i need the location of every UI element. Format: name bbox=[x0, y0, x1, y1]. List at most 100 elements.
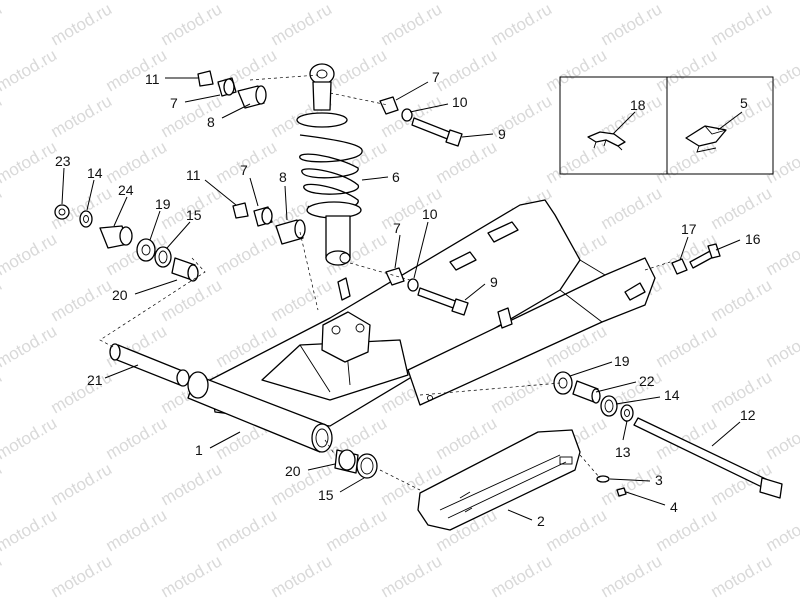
callout-18: 18 bbox=[630, 97, 646, 113]
callout-19-right: 19 bbox=[614, 353, 630, 369]
callout-7-mid: 7 bbox=[240, 162, 248, 178]
right-pivot-hardware bbox=[553, 371, 634, 422]
callout-19-left: 19 bbox=[155, 196, 171, 212]
watermark-text: motod.ru bbox=[763, 137, 800, 187]
watermark-text: motod.ru bbox=[48, 275, 116, 325]
callout-12: 12 bbox=[740, 407, 756, 423]
watermark-text: motod.ru bbox=[0, 551, 5, 600]
watermark-text: motod.ru bbox=[653, 505, 721, 555]
mid-mount-hardware bbox=[232, 202, 306, 245]
callout-13: 13 bbox=[615, 444, 631, 460]
watermark-text: motod.ru bbox=[708, 275, 776, 325]
upper-bolt-assembly bbox=[379, 96, 463, 147]
watermark-text: motod.ru bbox=[323, 505, 391, 555]
watermark-text: motod.ru bbox=[653, 0, 721, 3]
watermark-text: motod.ru bbox=[103, 45, 171, 95]
watermark-text: motod.ru bbox=[433, 137, 501, 187]
watermark-text: motod.ru bbox=[543, 137, 611, 187]
watermark-text: motod.ru bbox=[158, 0, 226, 49]
watermark-text: motod.ru bbox=[0, 0, 5, 49]
watermark-text: motod.ru bbox=[158, 459, 226, 509]
watermark-text: motod.ru bbox=[708, 551, 776, 600]
watermark-text: motod.ru bbox=[378, 0, 446, 49]
callout-23: 23 bbox=[55, 153, 71, 169]
watermark-text: motod.ru bbox=[653, 321, 721, 371]
guard-fasteners bbox=[596, 475, 627, 497]
part-2-chain-guard bbox=[417, 429, 581, 531]
watermark-text: motod.ru bbox=[653, 45, 721, 95]
watermark-text: motod.ru bbox=[598, 551, 666, 600]
chain-adjuster-bolt bbox=[671, 243, 721, 275]
watermark-text: motod.ru bbox=[158, 91, 226, 141]
callout-20-left: 20 bbox=[112, 287, 128, 303]
callout-11-mid: 11 bbox=[186, 167, 201, 183]
part-12-axle bbox=[633, 417, 783, 499]
watermark-text: motod.ru bbox=[0, 91, 5, 141]
callout-17: 17 bbox=[681, 221, 697, 237]
lower-bolt-assembly bbox=[385, 267, 469, 316]
watermark-text: motod.ru bbox=[268, 551, 336, 600]
watermark-text: motod.ru bbox=[763, 321, 800, 371]
watermark-text: motod.ru bbox=[763, 45, 800, 95]
watermark-text: motod.ru bbox=[103, 505, 171, 555]
callout-7-top-left: 7 bbox=[170, 95, 178, 111]
watermark-text: motod.ru bbox=[48, 0, 116, 49]
watermark-text: motod.ru bbox=[48, 367, 116, 417]
callout-9-lower: 9 bbox=[490, 274, 498, 290]
callout-16: 16 bbox=[745, 231, 761, 247]
watermark-text: motod.ru bbox=[0, 459, 5, 509]
watermark-text: motod.ru bbox=[543, 0, 611, 3]
callout-14-left: 14 bbox=[87, 165, 103, 181]
watermark-text: motod.ru bbox=[213, 229, 281, 279]
watermark-text: motod.ru bbox=[488, 551, 556, 600]
callout-21: 21 bbox=[87, 372, 103, 388]
callout-7-top-right: 7 bbox=[432, 69, 440, 85]
callout-6: 6 bbox=[392, 169, 400, 185]
callout-2: 2 bbox=[537, 513, 545, 529]
watermark-text: motod.ru bbox=[103, 0, 171, 3]
watermark-text: motod.ru bbox=[0, 229, 60, 279]
watermark-text: motod.ru bbox=[0, 367, 5, 417]
watermark-text: motod.ru bbox=[543, 505, 611, 555]
callout-24: 24 bbox=[118, 182, 134, 198]
callout-4: 4 bbox=[670, 499, 678, 515]
part-18-clip bbox=[587, 131, 626, 151]
watermark-text: motod.ru bbox=[103, 137, 171, 187]
watermark-text: motod.ru bbox=[158, 551, 226, 600]
callout-15-lower: 15 bbox=[318, 487, 334, 503]
alignment-lines bbox=[99, 74, 671, 491]
watermark-text: motod.ru bbox=[48, 91, 116, 141]
callout-8-mid: 8 bbox=[279, 169, 287, 185]
watermark-text: motod.ru bbox=[0, 0, 60, 3]
callout-15-left: 15 bbox=[186, 207, 202, 223]
callout-22: 22 bbox=[639, 373, 655, 389]
callout-7-lower: 7 bbox=[393, 220, 401, 236]
callout-8-top: 8 bbox=[207, 114, 215, 130]
watermark-text: motod.ru bbox=[0, 413, 60, 463]
watermark-text: motod.ru bbox=[763, 413, 800, 463]
watermark-text: motod.ru bbox=[763, 0, 800, 3]
callout-10-lower: 10 bbox=[422, 206, 438, 222]
watermark-text: motod.ru bbox=[0, 321, 60, 371]
top-mount-hardware bbox=[197, 70, 267, 109]
watermark-text: motod.ru bbox=[48, 459, 116, 509]
watermark-text: motod.ru bbox=[433, 45, 501, 95]
watermark-text: motod.ru bbox=[213, 505, 281, 555]
inset-box bbox=[559, 76, 774, 175]
watermark-text: motod.ru bbox=[0, 137, 60, 187]
watermark-text: motod.ru bbox=[0, 275, 5, 325]
watermark-text: motod.ru bbox=[763, 229, 800, 279]
watermark-text: motod.ru bbox=[0, 45, 60, 95]
left-pivot-hardware bbox=[54, 204, 199, 282]
callout-5: 5 bbox=[740, 95, 748, 111]
watermark-text: motod.ru bbox=[103, 413, 171, 463]
watermark-text: motod.ru bbox=[708, 183, 776, 233]
watermark-text: motod.ru bbox=[488, 367, 556, 417]
watermark-text: motod.ru bbox=[543, 45, 611, 95]
watermark-text: motod.ru bbox=[213, 0, 281, 3]
watermark-text: motod.ru bbox=[0, 505, 60, 555]
callout-11-top: 11 bbox=[145, 71, 160, 87]
watermark-text: motod.ru bbox=[433, 0, 501, 3]
watermark-text: motod.ru bbox=[763, 505, 800, 555]
lower-spacer-bushing bbox=[334, 449, 378, 479]
